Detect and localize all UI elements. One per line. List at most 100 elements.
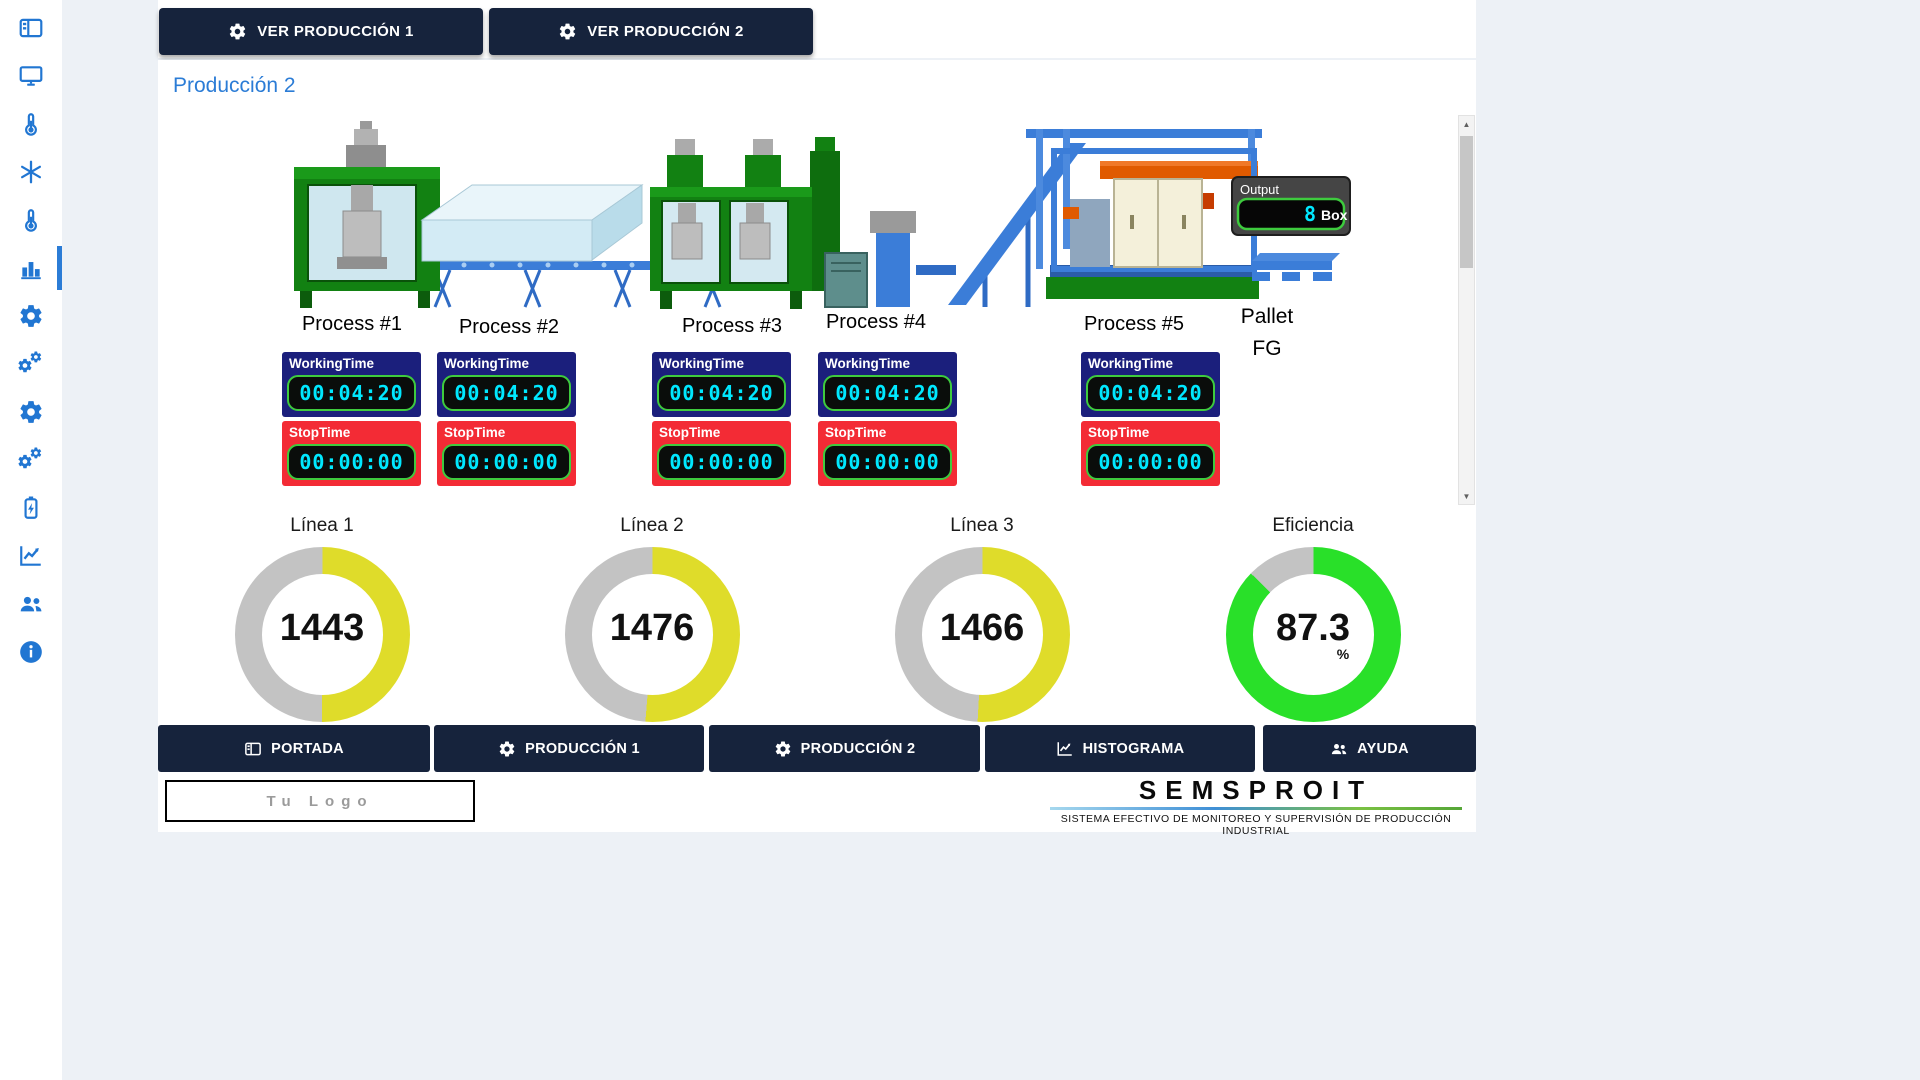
snowflake-icon: [18, 159, 44, 185]
nav-label: AYUDA: [1357, 740, 1409, 757]
stop-time-label: StopTime: [289, 425, 351, 440]
scrollbar-thumb[interactable]: [1460, 136, 1473, 268]
nav-produccion-2-button[interactable]: PRODUCCIÓN 2: [709, 725, 980, 772]
working-time-value: 00:04:20: [823, 375, 952, 411]
card-icon: [18, 15, 44, 41]
gauge-number: 1476: [609, 606, 695, 649]
gauge-label: Línea 1: [290, 515, 354, 536]
sidebar-item-temperatura-1[interactable]: [13, 107, 49, 141]
stop-time-value: 00:00:00: [287, 444, 416, 480]
sidebar-item-refrigeracion[interactable]: [13, 155, 49, 189]
sidebar-item-portada[interactable]: [13, 11, 49, 45]
gauge-value: 87.3 %: [1226, 547, 1401, 722]
thermometer-icon: [18, 207, 44, 233]
stop-time-panel: StopTime 00:00:00: [437, 421, 576, 486]
donut-chart: 1476: [564, 547, 740, 722]
sidebar-item-histograma[interactable]: [13, 246, 62, 290]
working-time-value: 00:04:20: [1086, 375, 1215, 411]
output-value: 8: [1304, 202, 1316, 226]
process-2-label: Process #2: [458, 316, 560, 338]
stop-time-label: StopTime: [444, 425, 506, 440]
process-3-machine: [650, 137, 840, 309]
donut-chart: 1466: [894, 547, 1070, 722]
process-4-timers: WorkingTime 00:04:20 StopTime 00:00:00: [818, 352, 957, 486]
working-time-label: WorkingTime: [659, 356, 745, 371]
gears-icon: [18, 447, 44, 473]
working-time-panel: WorkingTime 00:04:20: [437, 352, 576, 417]
thermometer-icon: [18, 111, 44, 137]
stop-time-value: 00:00:00: [823, 444, 952, 480]
brand-tagline: SISTEMA EFECTIVO DE MONITOREO Y SUPERVIS…: [1060, 813, 1452, 837]
working-time-panel: WorkingTime 00:04:20: [1081, 352, 1220, 417]
trend-icon: [18, 543, 44, 569]
button-label: VER PRODUCCIÓN 1: [257, 23, 414, 40]
stop-time-panel: StopTime 00:00:00: [282, 421, 421, 486]
sidebar: [0, 0, 62, 1080]
trend-icon: [1056, 740, 1074, 758]
nav-produccion-1-button[interactable]: PRODUCCIÓN 1: [434, 725, 704, 772]
working-time-value: 00:04:20: [657, 375, 786, 411]
gear-icon: [498, 740, 516, 758]
ver-produccion-1-button[interactable]: VER PRODUCCIÓN 1: [159, 8, 483, 55]
stop-time-label: StopTime: [659, 425, 721, 440]
working-time-label: WorkingTime: [289, 356, 375, 371]
working-time-value: 00:04:20: [287, 375, 416, 411]
gauge-value: 1476: [565, 547, 740, 722]
working-time-value: 00:04:20: [442, 375, 571, 411]
info-icon: [18, 639, 44, 665]
stop-time-panel: StopTime 00:00:00: [652, 421, 791, 486]
sidebar-item-ajustes-3[interactable]: [13, 395, 49, 429]
working-time-panel: WorkingTime 00:04:20: [652, 352, 791, 417]
gauge-value: 1466: [895, 547, 1070, 722]
sidebar-item-temperatura-2[interactable]: [13, 203, 49, 237]
diagram-scrollbar[interactable]: ▲ ▼: [1458, 115, 1475, 505]
stop-time-label: StopTime: [1088, 425, 1150, 440]
gear-icon: [18, 303, 44, 329]
nav-ayuda-button[interactable]: AYUDA: [1263, 725, 1476, 772]
gear-icon: [228, 22, 247, 41]
gauge-linea-1: Línea 1 1443: [212, 515, 432, 722]
process-4-label: Process #4: [825, 311, 927, 333]
conveyor-line: [423, 261, 753, 308]
working-time-label: WorkingTime: [825, 356, 911, 371]
stop-time-value: 00:00:00: [442, 444, 571, 480]
process-2-machine: [420, 184, 644, 262]
sidebar-item-info[interactable]: [13, 635, 49, 669]
stop-time-panel: StopTime 00:00:00: [1081, 421, 1220, 486]
brand-name: SEMSPROIT: [1138, 775, 1374, 805]
nav-label: HISTOGRAMA: [1082, 740, 1185, 757]
gauge-number: 1466: [939, 606, 1025, 649]
working-time-label: WorkingTime: [444, 356, 530, 371]
monitor-icon: [18, 63, 44, 89]
ver-produccion-2-button[interactable]: VER PRODUCCIÓN 2: [489, 8, 813, 55]
scroll-up-arrow[interactable]: ▲: [1462, 119, 1471, 129]
gauge-label: Línea 3: [950, 515, 1014, 536]
process-1-label: Process #1: [301, 313, 403, 335]
sidebar-item-usuarios[interactable]: [13, 587, 49, 621]
process-3-label: Process #3: [681, 315, 783, 337]
sidebar-item-ajustes-1[interactable]: [13, 299, 49, 333]
button-label: VER PRODUCCIÓN 2: [587, 23, 744, 40]
process-4-machine: [824, 211, 956, 308]
semsproit-branding: SEMSPROIT SISTEMA EFECTIVO DE MONITOREO …: [1050, 775, 1462, 837]
stop-time-label: StopTime: [825, 425, 887, 440]
sidebar-item-ajustes-4[interactable]: [13, 443, 49, 477]
stop-time-panel: StopTime 00:00:00: [818, 421, 957, 486]
sidebar-item-tendencia[interactable]: [13, 539, 49, 573]
gears-icon: [18, 351, 44, 377]
process-3-timers: WorkingTime 00:04:20 StopTime 00:00:00: [652, 352, 791, 486]
gauge-linea-3: Línea 3 1466: [872, 515, 1092, 722]
users-icon: [18, 591, 44, 617]
nav-portada-button[interactable]: PORTADA: [158, 725, 430, 772]
working-time-panel: WorkingTime 00:04:20: [282, 352, 421, 417]
gauge-value: 1443: [235, 547, 410, 722]
pallet: [1252, 253, 1340, 281]
scroll-down-arrow[interactable]: ▼: [1462, 491, 1471, 501]
sidebar-item-ajustes-2[interactable]: [13, 347, 49, 381]
card-icon: [244, 740, 262, 758]
gauge-label: Eficiencia: [1272, 515, 1354, 536]
gauge-label: Línea 2: [620, 515, 684, 536]
sidebar-item-energia[interactable]: [13, 491, 49, 525]
sidebar-item-monitor[interactable]: [13, 59, 49, 93]
nav-histograma-button[interactable]: HISTOGRAMA: [985, 725, 1255, 772]
